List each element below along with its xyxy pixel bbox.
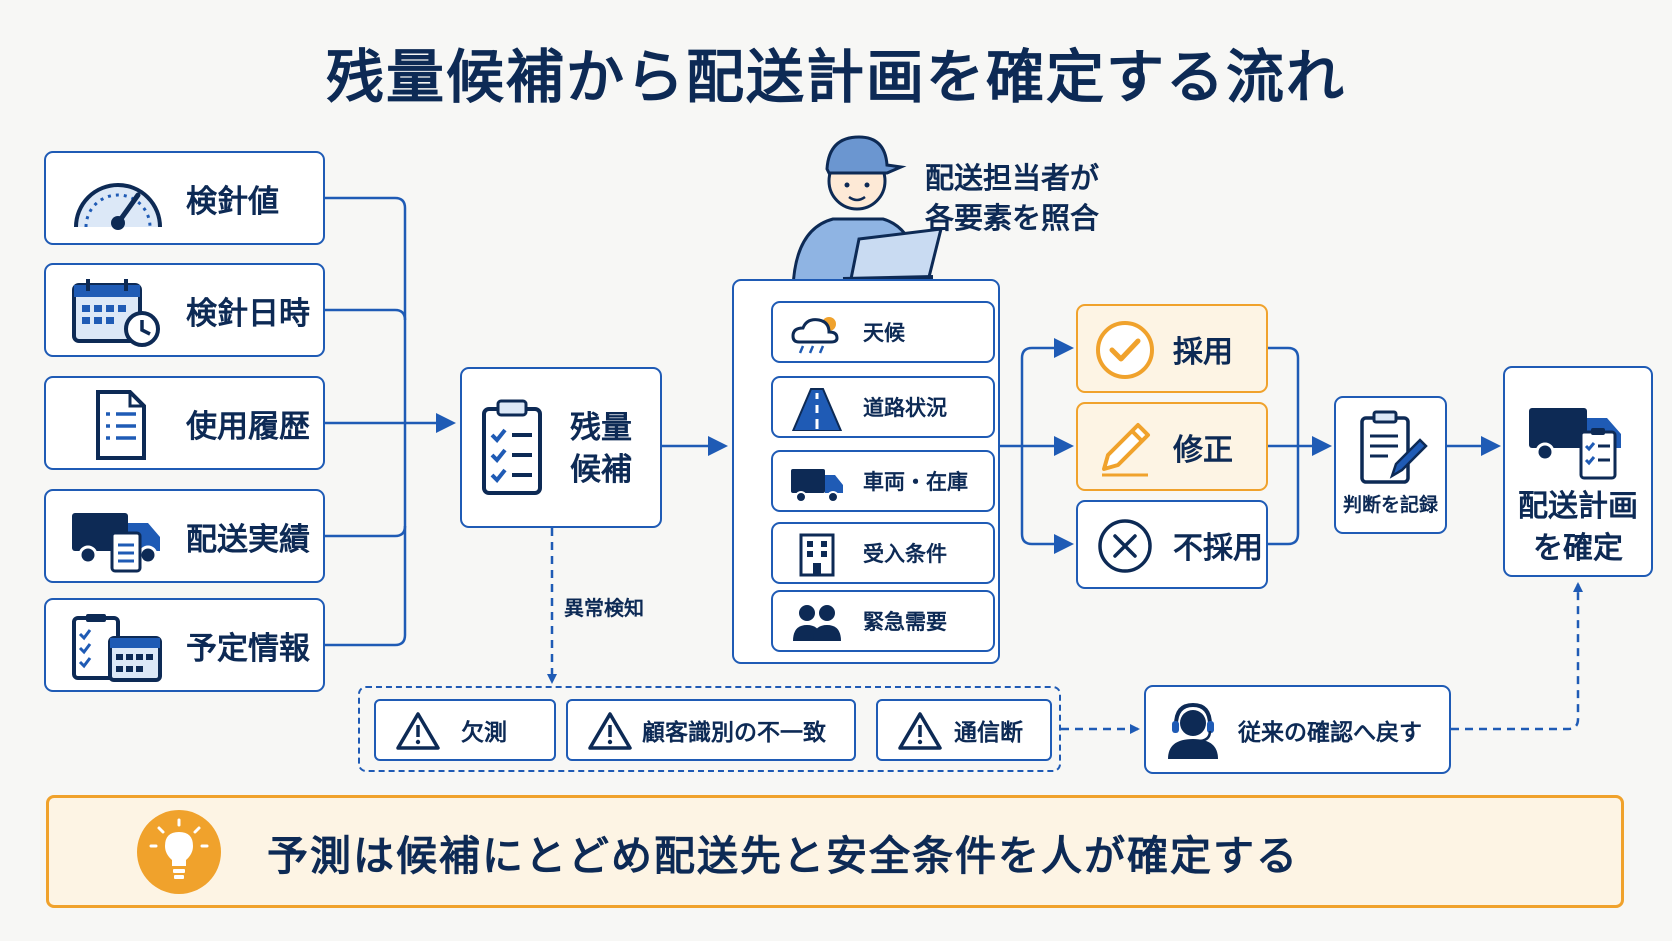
calendar-clock-icon (72, 279, 160, 347)
input-usage-history: 使用履歴 (44, 376, 325, 470)
key-message-banner: 予測は候補にとどめ配送先と安全条件を人が確定する (46, 795, 1624, 908)
people-icon (793, 605, 841, 641)
input-label: 検針値 (186, 183, 279, 220)
decision-label: 不採用 (1173, 530, 1263, 566)
document-list-icon (96, 390, 146, 460)
candidate-line1: 残量 (570, 410, 632, 446)
candidate-label: 残量 候補 (570, 407, 632, 491)
factor-label: 道路状況 (863, 396, 947, 420)
record-decision-node: 判断を記録 (1334, 396, 1447, 534)
input-reading-datetime: 検針日時 (44, 263, 325, 357)
input-delivery-records: 配送実績 (44, 489, 325, 583)
input-meter-reading: 検針値 (44, 151, 325, 245)
anomaly-label: 欠測 (461, 720, 507, 746)
truck-clipboard-icon (72, 513, 160, 573)
decision-modify: 修正 (1076, 402, 1268, 491)
factor-vehicle-stock: 車両・在庫 (771, 450, 995, 512)
factor-label: 天候 (863, 321, 905, 345)
anomaly-label: 顧客識別の不一致 (642, 720, 826, 746)
staff-caption-line1: 配送担当者が (925, 161, 1100, 195)
warning-icon (898, 712, 942, 750)
input-label: 配送実績 (186, 521, 310, 558)
x-circle-icon (1098, 519, 1152, 573)
input-label: 使用履歴 (186, 408, 310, 445)
factor-acceptance-conditions: 受入条件 (771, 522, 995, 584)
fallback-node: 従来の確認へ戻す (1144, 685, 1451, 774)
factor-urgent-demand: 緊急需要 (771, 590, 995, 652)
warning-icon (588, 712, 632, 750)
weather-icon (791, 317, 839, 354)
anomaly-comm-loss: 通信断 (876, 699, 1052, 761)
lightbulb-icon (137, 810, 221, 894)
factor-road-conditions: 道路状況 (771, 376, 995, 438)
decision-label: 修正 (1173, 432, 1233, 468)
staff-caption: 配送担当者が 各要素を照合 (925, 158, 1099, 238)
staff-caption-line2: 各要素を照合 (925, 201, 1100, 235)
finalize-label: 配送計画 を確定 (1505, 486, 1651, 570)
decision-adopt: 採用 (1076, 304, 1268, 393)
clipboard-checklist-icon (482, 399, 542, 495)
clipboard-pen-icon (1360, 410, 1428, 484)
factor-label: 受入条件 (863, 542, 947, 566)
truck-clipboard-icon (1529, 408, 1621, 480)
anomaly-missing: 欠測 (374, 699, 556, 761)
factor-label: 車両・在庫 (863, 470, 968, 494)
banner-text: 予測は候補にとどめ配送先と安全条件を人が確定する (267, 831, 1299, 880)
gauge-icon (74, 183, 162, 230)
checklist-calendar-icon (72, 614, 162, 682)
page-title: 残量候補から配送計画を確定する流れ (325, 43, 1346, 111)
finalize-line1: 配送計画 (1518, 489, 1638, 524)
factor-label: 緊急需要 (863, 610, 947, 634)
remaining-candidate-node: 残量 候補 (460, 367, 662, 528)
factor-weather: 天候 (771, 301, 995, 363)
warning-icon (396, 712, 440, 750)
decision-label: 採用 (1173, 334, 1233, 370)
finalize-line2: を確定 (1533, 531, 1623, 566)
input-schedule-info: 予定情報 (44, 598, 325, 692)
anomaly-customer-mismatch: 顧客識別の不一致 (566, 699, 856, 761)
fallback-label: 従来の確認へ戻す (1238, 719, 1422, 746)
building-icon (799, 533, 835, 577)
decision-reject: 不採用 (1076, 500, 1268, 589)
candidate-line2: 候補 (570, 452, 632, 488)
road-icon (791, 388, 843, 431)
finalize-plan-node: 配送計画 を確定 (1503, 366, 1653, 577)
truck-icon (791, 469, 843, 503)
input-label: 検針日時 (186, 295, 310, 332)
record-label: 判断を記録 (1342, 494, 1438, 516)
anomaly-detection-label: 異常検知 (564, 596, 644, 620)
anomaly-group (358, 686, 1061, 772)
delivery-staff-with-laptop-icon (791, 135, 943, 291)
pencil-icon (1102, 423, 1150, 477)
check-circle-icon (1096, 321, 1154, 379)
operator-headset-icon (1168, 702, 1218, 759)
input-label: 予定情報 (186, 630, 310, 667)
anomaly-label: 通信断 (954, 720, 1023, 746)
